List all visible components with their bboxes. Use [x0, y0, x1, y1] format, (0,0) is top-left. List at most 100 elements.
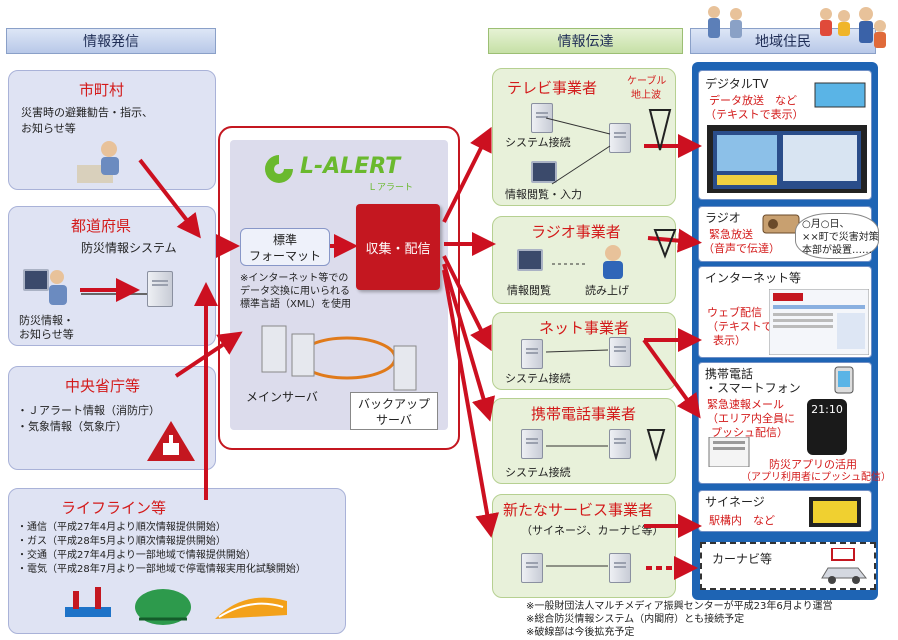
mobile-server-icon [609, 429, 631, 459]
operator-mobile: 携帯電話事業者 システム接続 [492, 398, 676, 484]
source-ministries: 中央省庁等 ・Ｊアラート情報（消防庁） ・気象情報（気象庁） [8, 366, 216, 470]
resident-tv-line1: データ放送 など [709, 94, 797, 107]
signage-display-icon [809, 497, 861, 527]
lifeline-item: ・電気（平成28年7月より一部地域で停電情報実用化試験開始） [17, 564, 306, 575]
header-sending-label: 情報発信 [83, 34, 139, 50]
main-server-label: メインサーバ [246, 390, 318, 404]
server-pair-icon [261, 325, 417, 391]
resident-tv-line2: （テキストで表示） [705, 108, 804, 121]
footnote: ※破線部は今後拡充予定 [526, 627, 635, 638]
resident-internet: インターネット等 ウェブ配信 （テキストで 表示） [698, 266, 872, 358]
center-note-line3: 標準言語（XML）を使用 [240, 299, 352, 310]
lifeline-item: ・通信（平成27年4月より順次情報提供開始） [17, 522, 226, 533]
source-municipality: 市町村 災害時の避難勧告・指示、 お知らせ等 [8, 70, 216, 190]
tv-operator-system: システム接続 [505, 136, 571, 149]
header-transmission: 情報伝達 [488, 28, 683, 54]
municipality-title: 市町村 [79, 81, 125, 99]
radio-operator-browse: 情報閲覧 [507, 284, 551, 297]
resident-internet-line1: ウェブ配信 [707, 306, 762, 319]
radio-pc-icon [517, 249, 543, 271]
header-sending: 情報発信 [6, 28, 216, 54]
radio-operator-read: 読み上げ [585, 284, 629, 297]
prefecture-server-icon [147, 271, 173, 307]
source-lifeline: ライフライン等 ・通信（平成27年4月より順次情報提供開始） ・ガス（平成28年… [8, 488, 346, 634]
tv-pc-icon [531, 161, 557, 183]
new-service-title: 新たなサービス事業者 [503, 501, 654, 519]
lifeline-item: ・ガス（平成28年5月より順次情報提供開始） [17, 536, 226, 547]
center-note-line1: ※インターネット等での [240, 273, 349, 284]
prefecture-connector [81, 293, 147, 295]
net-operator-system: システム接続 [505, 372, 571, 385]
new-service-sub: （サイネージ、カーナビ等） [521, 524, 664, 537]
resident-signage: サイネージ 駅構内 など [698, 490, 872, 532]
header-residents-label: 地域住民 [755, 34, 811, 50]
smartphone-hand-icon [834, 366, 854, 394]
header-transmission-label: 情報伝達 [557, 34, 614, 50]
lifeline-infrastructure-icon [65, 587, 287, 625]
collect-distribute-box: 収集・配信 [356, 204, 440, 290]
prefecture-desc-line1: 防災情報・ [19, 314, 74, 327]
radio-bubble-line2: ××町で災害対策 [802, 232, 879, 243]
resident-internet-line2: （テキストで [707, 320, 773, 333]
resident-radio-title: ラジオ [705, 211, 741, 225]
small-tv-icon [814, 82, 866, 108]
net-server-icon [609, 337, 631, 367]
mobile-server-icon [521, 429, 543, 459]
standard-format-line1: 標準 [272, 233, 297, 247]
antenna-icon [646, 109, 677, 462]
resident-radio-line2: （音声で伝達） [703, 242, 780, 255]
feature-phone-icon [708, 437, 750, 467]
municipality-desc-line1: 災害時の避難勧告・指示、 [21, 106, 153, 119]
footnote: ※一般財団法人マルチメディア振興センターが平成23年6月より運営 [526, 601, 833, 612]
radio-operator-title: ラジオ事業者 [531, 223, 621, 241]
resident-phone: 携帯電話 ・スマートフォン 緊急速報メール （エリア内全員に プッシュ配信） 2… [698, 362, 891, 484]
resident-tv-title: デジタルTV [705, 77, 769, 91]
resident-internet-line3: 表示） [713, 334, 746, 347]
tv-server-icon [609, 123, 631, 153]
car-icon [821, 548, 868, 584]
center-note-line2: データ交換に用いられる [240, 286, 350, 297]
resident-radio: ラジオ 緊急放送 （音声で伝達） ○月○日、 ××町で災害対策 本部が設置…… [698, 206, 879, 262]
resident-phone-title-line2: ・スマートフォン [705, 381, 801, 395]
prefecture-person-icon [49, 270, 67, 305]
ministries-item2: ・気象情報（気象庁） [17, 420, 127, 433]
header-residents: 地域住民 [690, 28, 876, 54]
resident-tv: デジタルTV データ放送 など （テキストで表示） [698, 70, 872, 200]
footnote: ※総合防災情報システム（内閣府）とも接続予定 [526, 614, 745, 625]
smartphone-clock: 21:10 [811, 403, 843, 416]
standard-format-box: 標準 フォーマット [240, 228, 330, 266]
tv-operator-sub-line2: 地上波 [631, 90, 661, 101]
prefecture-system: 防災情報システム [81, 241, 177, 255]
lifeline-item: ・交通（平成27年4月より一部地域で情報提供開始） [17, 550, 256, 561]
net-server-icon [521, 339, 543, 369]
operator-new-service: 新たなサービス事業者 （サイネージ、カーナビ等） [492, 494, 676, 598]
resident-internet-title: インターネット等 [705, 271, 802, 285]
resident-phone-app-line2: （アプリ利用者にプッシュ配信） [741, 472, 891, 483]
resident-signage-title: サイネージ [705, 495, 765, 509]
government-building-icon [147, 421, 195, 461]
tv-server-icon [531, 103, 553, 133]
resident-phone-line1: 緊急速報メール [707, 398, 784, 411]
residents-people-icon [708, 6, 886, 48]
ministries-item1: ・Ｊアラート情報（消防庁） [17, 404, 160, 417]
net-operator-title: ネット事業者 [539, 319, 630, 337]
resident-phone-title-line1: 携帯電話 [705, 367, 754, 381]
resident-carnavi: カーナビ等 [700, 542, 876, 590]
backup-server-line2: サーバ [376, 413, 412, 427]
operator-radio: ラジオ事業者 情報閲覧 読み上げ [492, 216, 676, 304]
new-service-server-icon [609, 553, 631, 583]
radio-speech-bubble: ○月○日、 ××町で災害対策 本部が設置…… [795, 213, 879, 259]
ministries-title: 中央省庁等 [65, 377, 141, 395]
resident-signage-line1: 駅構内 など [709, 514, 775, 527]
l-alert-logo-text: L-ALERT [300, 154, 401, 179]
prefecture-pc-icon [23, 269, 49, 291]
resident-phone-app-line1: 防災アプリの活用 [769, 458, 857, 471]
prefecture-desc-line2: お知らせ等 [19, 328, 74, 341]
collect-distribute-label: 収集・配信 [365, 241, 431, 257]
standard-format-line2: フォーマット [248, 249, 321, 263]
lifeline-title: ライフライン等 [61, 499, 167, 517]
tv-operator-title: テレビ事業者 [507, 79, 598, 97]
announcer-icon [603, 245, 623, 279]
smartphone-screen: 21:10 [807, 399, 847, 455]
